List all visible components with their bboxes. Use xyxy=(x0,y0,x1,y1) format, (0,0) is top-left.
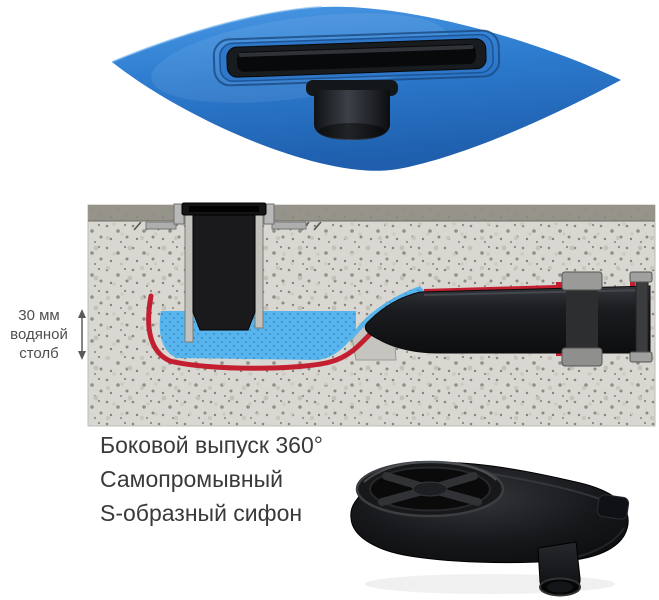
flange-wing-left xyxy=(145,221,177,230)
siphon-inlet-port xyxy=(355,460,505,518)
feature-self-cleaning: Самопромывный xyxy=(100,466,283,492)
water-column-label: 30 мм водяной столб xyxy=(10,307,68,362)
feature-side-outlet: Боковой выпуск 360° xyxy=(100,432,323,458)
drain-outlet-pipe xyxy=(306,80,398,140)
outlet-pipe xyxy=(364,285,651,354)
drain-channel-top xyxy=(212,29,501,87)
tile-layer xyxy=(88,205,655,222)
feature-s-siphon: S-образный сифон xyxy=(100,500,303,526)
membrane-illustration xyxy=(111,6,621,171)
siphon-outlet-stub xyxy=(537,541,581,597)
cross-section-diagram xyxy=(78,202,656,427)
feature-list: Боковой выпуск 360° Самопромывный S-обра… xyxy=(100,428,323,530)
flange-wing-right xyxy=(271,221,307,230)
drain-body xyxy=(173,202,275,343)
pipe-coupling xyxy=(561,271,653,367)
siphon-illustration xyxy=(350,460,630,597)
water-column-arrow xyxy=(78,309,86,360)
